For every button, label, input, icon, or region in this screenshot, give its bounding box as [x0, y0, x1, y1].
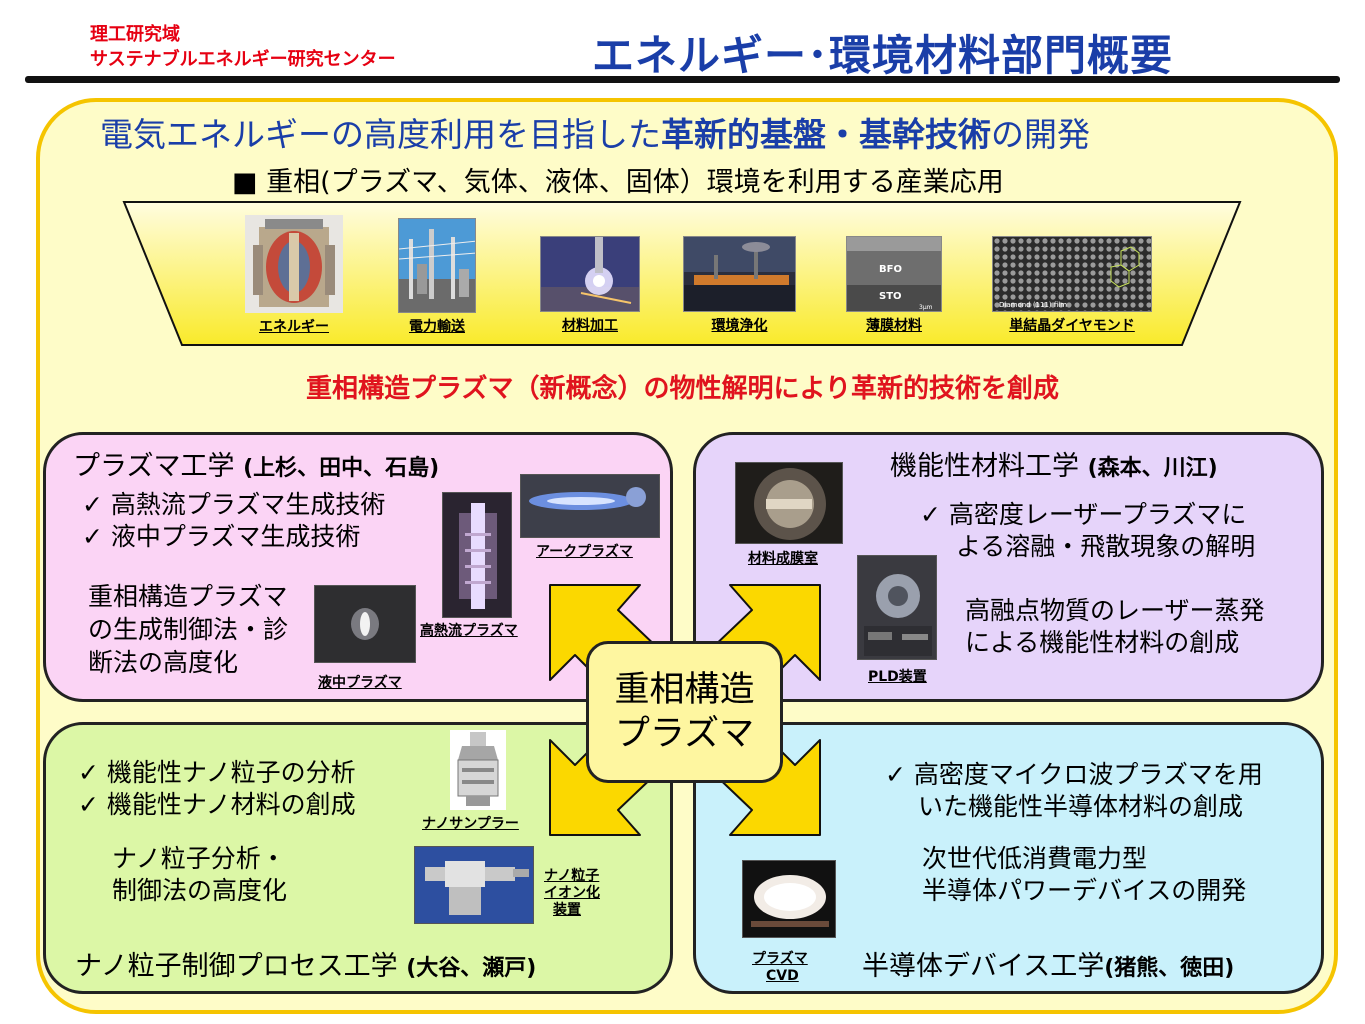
app-energy[interactable]: エネルギー: [245, 215, 343, 336]
power-station-image: [398, 218, 476, 313]
center-line2: プラズマ: [614, 714, 755, 754]
semi-desc-1: 次世代低消費電力型: [922, 844, 1148, 873]
semi-title-text: 半導体デバイス工学: [862, 951, 1105, 982]
film-scale: 3μm: [919, 304, 933, 311]
nano-ionizer-image: [414, 846, 534, 924]
plasma-members: (上杉、田中、石島): [243, 456, 440, 481]
main-heading: 電気エネルギーの高度利用を目指した革新的基盤・基幹技術の開発: [100, 108, 1090, 156]
functional-title: 機能性材料工学 (森本、川江): [890, 444, 1218, 483]
functional-title-text: 機能性材料工学: [890, 451, 1079, 482]
subheading: ■ 重相(プラズマ、気体、液体、固体）環境を利用する産業応用: [232, 167, 1004, 198]
plasma-bullet-1: ✓ 高熱流プラズマ生成技術: [82, 490, 386, 519]
app-power-transmission[interactable]: 電力輸送: [398, 218, 476, 336]
functional-members: (森本、川江): [1087, 456, 1218, 481]
plasma-title: プラズマ工学 (上杉、田中、石島): [73, 444, 439, 483]
functional-desc-1: 高融点物質のレーザー蒸発: [965, 596, 1265, 625]
plasma-desc-3: 断法の高度化: [88, 648, 239, 677]
semi-title: 半導体デバイス工学(猪熊、徳田): [862, 944, 1234, 983]
app-diamond[interactable]: Diamond (111) film 単結晶ダイヤモンド: [992, 236, 1152, 335]
pld-caption: PLD装置: [868, 669, 927, 685]
plasma-cvd-image: [742, 860, 836, 938]
nano-bullet-2: ✓ 機能性ナノ材料の創成: [78, 790, 356, 819]
app-material-processing[interactable]: 材料加工: [540, 236, 640, 335]
app-environment[interactable]: 環境浄化: [683, 236, 796, 335]
plasma-desc-2: の生成制御法・診: [88, 615, 289, 644]
plasma-desc-1: 重相構造プラズマ: [88, 582, 288, 611]
film-label-bfo: BFO: [879, 264, 902, 275]
app-label-power: 電力輸送: [409, 319, 465, 335]
chamber-caption: 材料成膜室: [748, 551, 818, 567]
nano-bullet-1: ✓ 機能性ナノ粒子の分析: [78, 758, 356, 787]
app-thin-film[interactable]: BFO STO 3μm 薄膜材料: [846, 236, 942, 335]
app-label-material: 材料加工: [562, 318, 618, 334]
factory-night-image: [683, 236, 796, 312]
plasma-cvd-caption-1: プラズマ: [752, 951, 808, 967]
diamond-label: Diamond (111) film: [999, 301, 1067, 309]
app-label-energy: エネルギー: [259, 319, 329, 335]
plasma-bullet-2: ✓ 液中プラズマ生成技術: [82, 522, 361, 551]
page-title: エネルギー･環境材料部門概要: [592, 31, 1174, 80]
app-label-thin-film: 薄膜材料: [866, 318, 922, 334]
high-heat-plasma-caption: 高熱流プラズマ: [420, 623, 518, 639]
plasma-cvd-caption-2: CVD: [766, 968, 799, 984]
heading-bold: 革新的基盤・基幹技術: [661, 115, 991, 154]
nano-members: (大谷、瀬戸): [406, 956, 537, 981]
nano-sampler-image: [450, 730, 506, 810]
center-concept-box: 重相構造 プラズマ: [586, 641, 783, 783]
functional-bullet-2: よる溶融・飛散現象の解明: [956, 532, 1256, 561]
semi-members: (猪熊、徳田): [1104, 956, 1235, 981]
nano-desc-1: ナノ粒子分析・: [112, 844, 286, 873]
thin-film-image: BFO STO 3μm: [846, 236, 942, 312]
center-line1: 重相構造: [614, 670, 755, 710]
semi-bullet-1: ✓ 高密度マイクロ波プラズマを用: [885, 760, 1263, 789]
app-label-diamond: 単結晶ダイヤモンド: [1009, 318, 1135, 334]
org-name-line1: 理工研究域: [90, 24, 180, 45]
nano-desc-2: 制御法の高度化: [112, 876, 288, 905]
liquid-plasma-caption: 液中プラズマ: [318, 675, 402, 691]
deposition-chamber-image: [735, 462, 843, 544]
nano-ionizer-caption-2: イオン化: [544, 885, 600, 901]
high-heat-plasma-image: [442, 492, 512, 618]
nano-ionizer-caption-1: ナノ粒子: [544, 868, 600, 884]
arc-plasma-image: [520, 474, 660, 538]
heading-post: の開発: [991, 115, 1090, 154]
nano-sampler-caption: ナノサンプラー: [422, 816, 519, 832]
diamond-lattice-image: Diamond (111) film: [992, 236, 1152, 312]
welding-image: [540, 236, 640, 312]
key-statement: 重相構造プラズマ（新概念）の物性解明により革新的技術を創成: [306, 374, 1059, 404]
reactor-image: [245, 215, 343, 313]
header-rule: [25, 76, 1340, 83]
app-label-environment: 環境浄化: [711, 318, 768, 334]
org-name-line2: サステナブルエネルギー研究センター: [90, 49, 396, 70]
liquid-plasma-image: [314, 585, 416, 663]
functional-bullet-1: ✓ 高密度レーザープラズマに: [920, 500, 1247, 529]
film-label-sto: STO: [879, 291, 902, 302]
nano-title-text: ナノ粒子制御プロセス工学: [75, 951, 398, 982]
heading-pre: 電気エネルギーの高度利用を目指した: [100, 115, 661, 154]
semi-bullet-2: いた機能性半導体材料の創成: [918, 792, 1244, 821]
functional-desc-2: による機能性材料の創成: [965, 628, 1240, 657]
nano-ionizer-caption-3: 装置: [553, 902, 581, 918]
nano-title: ナノ粒子制御プロセス工学 (大谷、瀬戸): [75, 944, 536, 983]
pld-apparatus-image: [857, 555, 937, 660]
arc-plasma-caption: アークプラズマ: [536, 544, 633, 560]
plasma-title-text: プラズマ工学: [73, 451, 235, 482]
semi-desc-2: 半導体パワーデバイスの開発: [922, 876, 1247, 905]
